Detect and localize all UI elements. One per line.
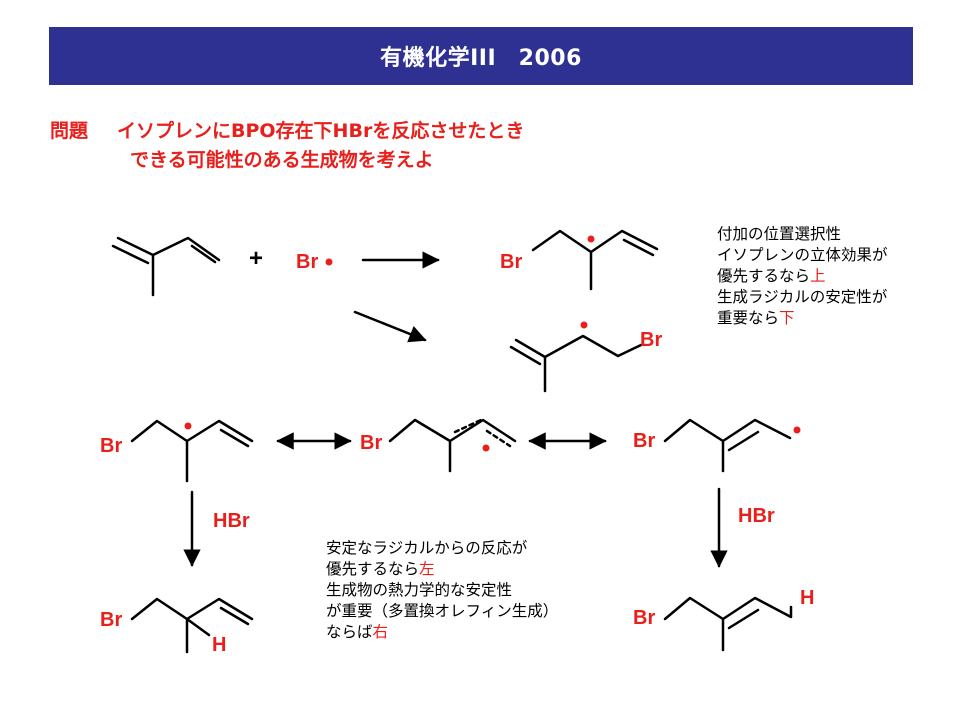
note-upper-emphasis-bottom: 下: [779, 309, 795, 327]
isoprene-molecule: [111, 236, 221, 297]
page-title: 有機化学III 2006: [380, 46, 582, 71]
h-label-kinetic-product: H: [212, 634, 226, 656]
delocalized-radical-dot: [482, 444, 490, 452]
question-line-2: できる可能性のある生成物を考えよ: [130, 149, 434, 171]
allyl-radical-right-form: [663, 418, 792, 473]
note-lower-emphasis-left: 左: [419, 560, 435, 578]
top-radical-dot: [587, 235, 595, 243]
note-lower-line-5: ならば右: [326, 623, 389, 641]
note-lower-line-1: 安定なラジカルからの反応が: [326, 539, 528, 557]
br-label-resonance-right: Br: [633, 430, 655, 452]
br-label-resonance-left: Br: [100, 435, 122, 457]
title-bar: 有機化学III 2006: [49, 27, 913, 85]
note-upper-line-3: 優先するなら上: [717, 267, 826, 285]
note-upper-emphasis-top: 上: [810, 267, 826, 285]
kinetic-product: [130, 597, 254, 654]
left-radical-dot: [184, 422, 192, 430]
middle-radical-dot: [580, 321, 588, 329]
hbr-reagent-right: HBr: [738, 505, 775, 527]
question-line-1: イソプレンにBPO存在下HBrを反応させたとき: [117, 120, 525, 142]
br-label-kinetic-product: Br: [100, 609, 122, 631]
note-upper-line-2: イソプレンの立体効果が: [717, 246, 888, 264]
thermodynamic-product: [663, 596, 793, 652]
alternate-addition-radical: [509, 334, 643, 393]
plus-sign: +: [249, 245, 263, 272]
h-label-thermodynamic-product: H: [800, 587, 814, 609]
regioselectivity-note: 付加の位置選択性 イソプレンの立体効果が 優先するなら上 生成ラジカルの安定性が…: [717, 224, 888, 329]
br-label-middle-product: Br: [640, 329, 662, 351]
note-lower-line-3: 生成物の熱力学的な安定性: [326, 581, 513, 599]
note-lower-line-4: が重要（多置換オレフィン生成）: [326, 602, 559, 620]
note-upper-line-1: 付加の位置選択性: [717, 225, 842, 243]
product-stability-note: 安定なラジカルからの反応が 優先するなら左 生成物の熱力学的な安定性 が重要（多…: [326, 538, 558, 643]
br-label-resonance-middle: Br: [360, 432, 382, 454]
allyl-radical-left-form: [130, 419, 254, 483]
note-upper-line-5: 重要なら下: [717, 309, 795, 327]
br-label-top-product: Br: [500, 251, 522, 273]
note-upper-line-4: 生成ラジカルの安定性が: [717, 288, 888, 306]
hbr-reagent-left: HBr: [213, 510, 250, 532]
note-lower-emphasis-right: 右: [372, 623, 389, 641]
bromine-radical-dot: [325, 258, 333, 266]
bromine-radical-label: Br: [296, 251, 318, 273]
forward-arrow-diagonal: [353, 310, 427, 343]
top-addition-radical: [531, 229, 659, 291]
right-radical-dot: [793, 426, 801, 434]
note-lower-line-2: 優先するなら左: [326, 560, 435, 578]
br-label-thermodynamic-product: Br: [633, 607, 655, 629]
allyl-radical-delocalized: [388, 417, 517, 473]
question-label: 問題: [50, 120, 89, 142]
